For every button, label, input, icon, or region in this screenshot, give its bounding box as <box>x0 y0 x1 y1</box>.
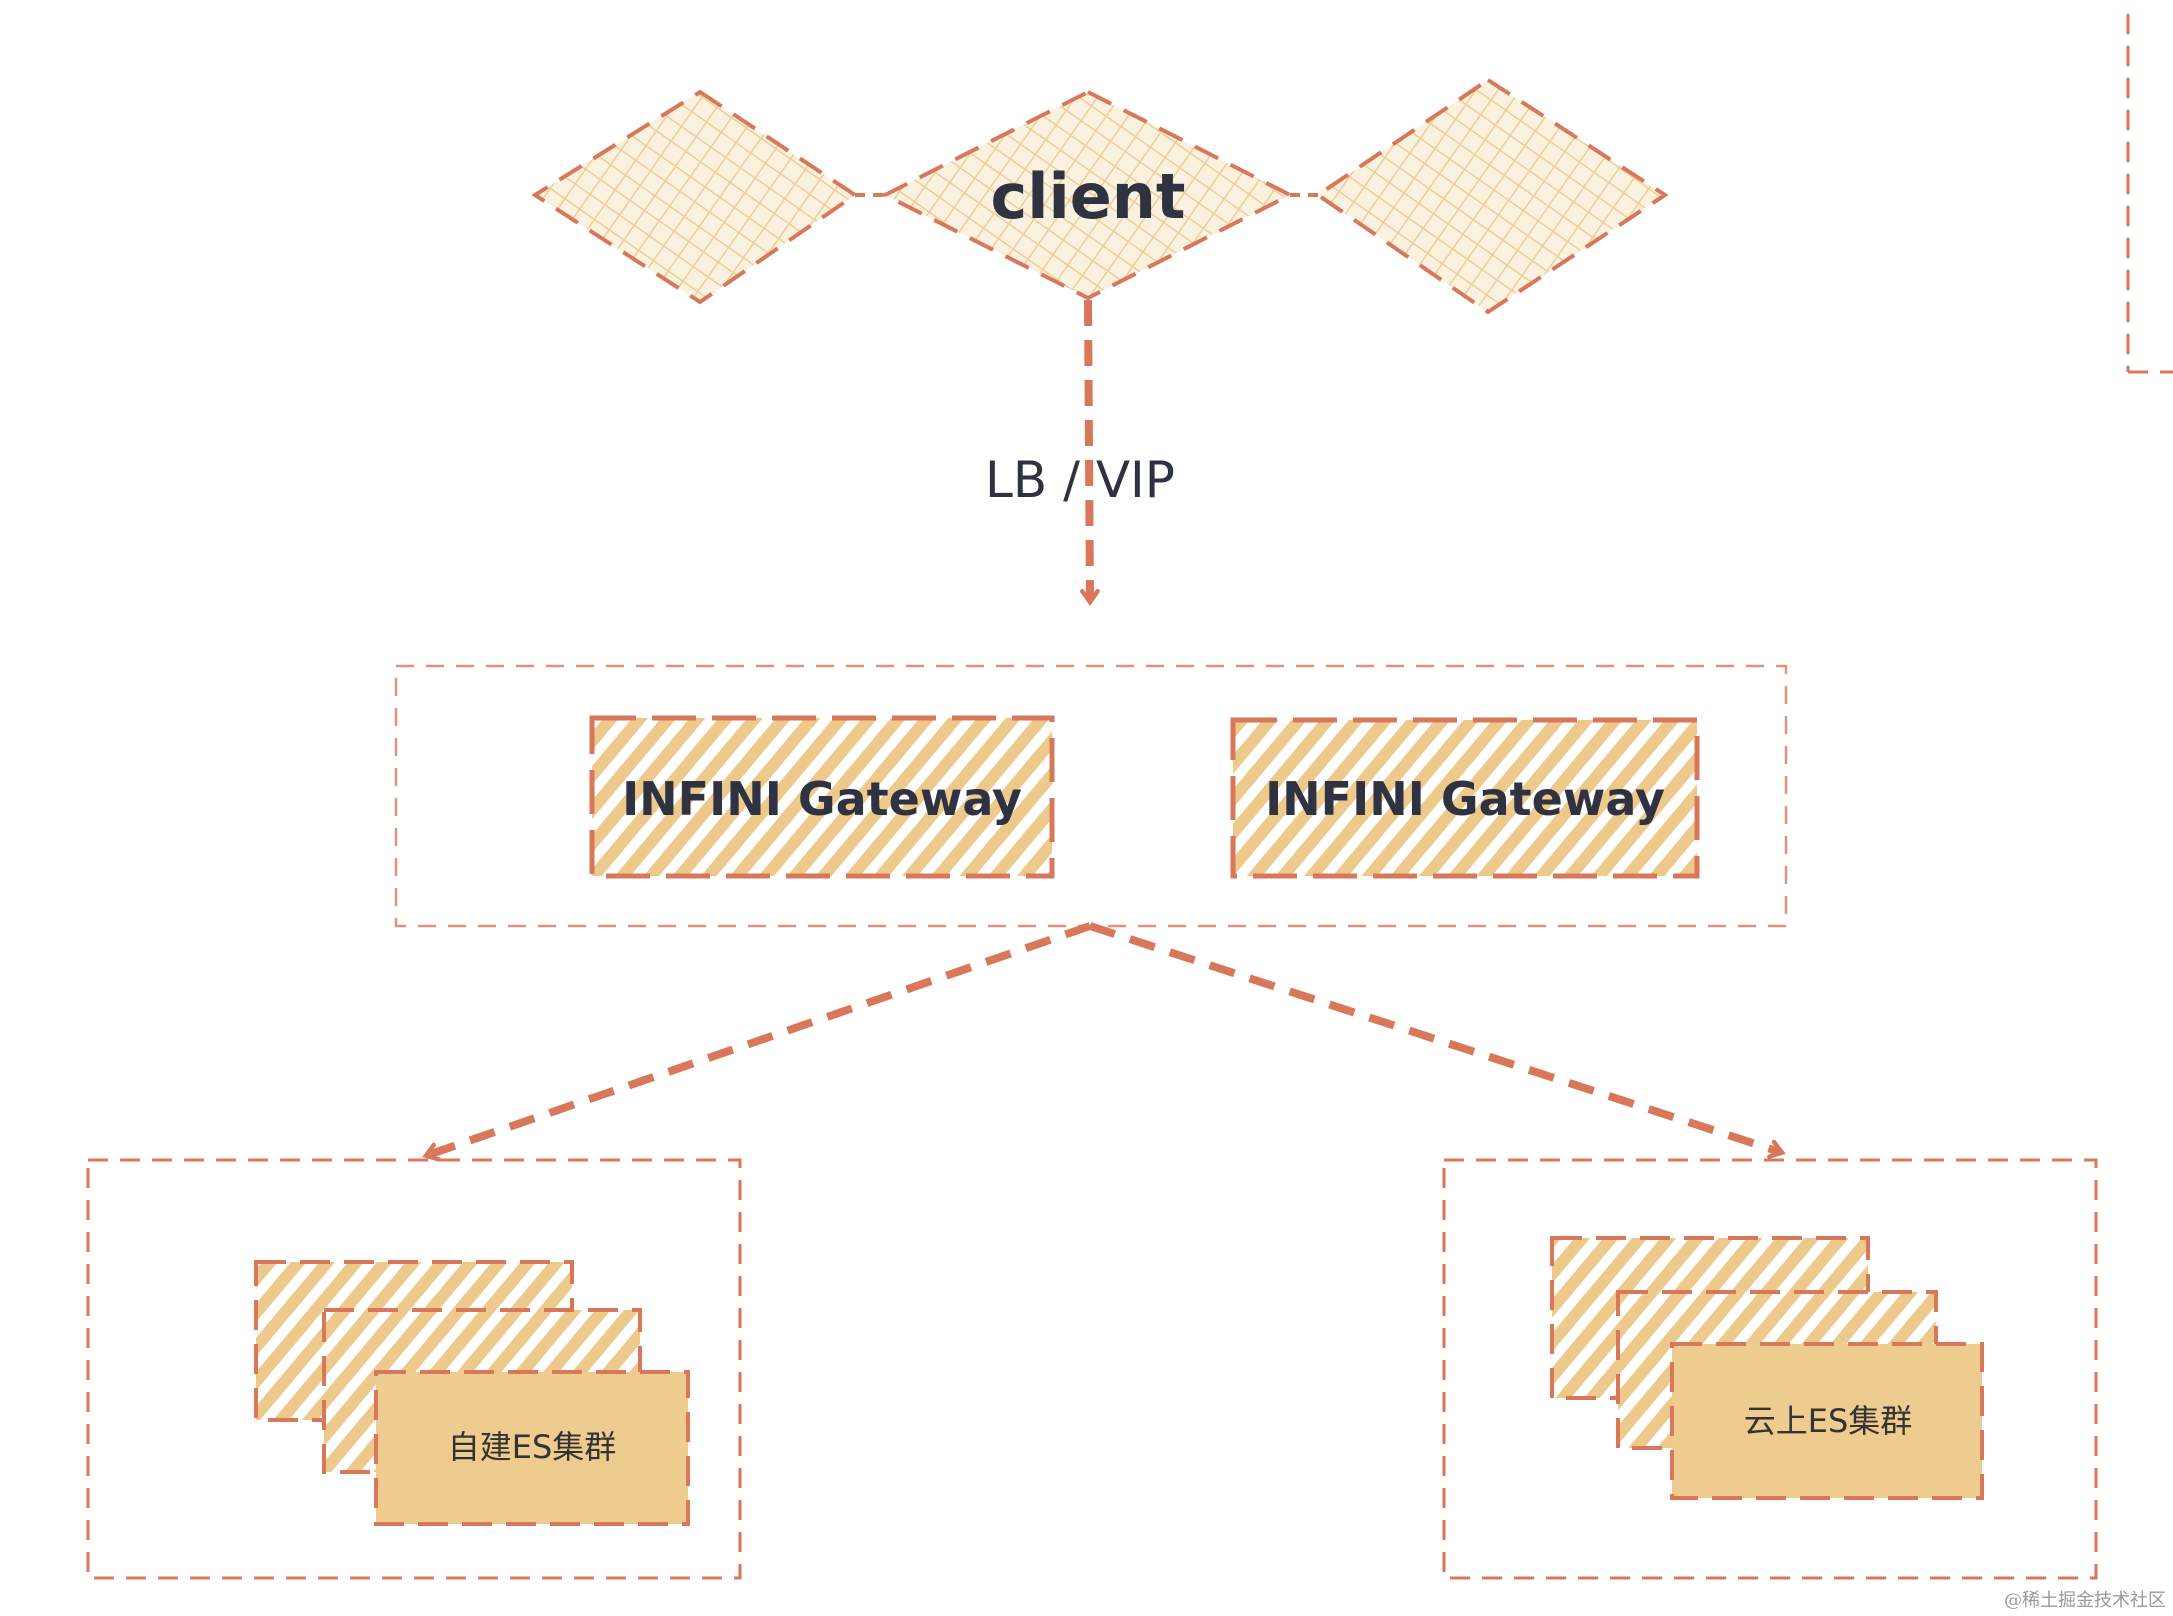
gateway-to-cluster-arrows <box>422 922 1786 1162</box>
cluster-frame <box>86 1158 742 1580</box>
arrow-to-self-hosted <box>422 922 1092 1162</box>
gateway-label: INFINI Gateway <box>1265 772 1665 826</box>
gateway-box <box>589 715 1055 879</box>
gateway-node-2[interactable]: INFINI Gateway <box>1230 717 1700 879</box>
lb-vip-connector: LB / VIP <box>985 299 1175 607</box>
gateway-label: INFINI Gateway <box>622 772 1022 826</box>
client-node[interactable]: client <box>531 77 1669 315</box>
client-label: client <box>990 160 1185 233</box>
arrow-to-cloud <box>1088 922 1786 1159</box>
gateway-box <box>1230 717 1700 879</box>
self-hosted-cluster-group[interactable]: 自建ES集群 <box>86 1158 742 1580</box>
cluster-frame <box>1442 1158 2098 1580</box>
cluster-stack-front <box>1670 1342 1984 1500</box>
client-diamond-center <box>880 89 1295 301</box>
gateway-node-1[interactable]: INFINI Gateway <box>589 715 1055 879</box>
cluster-stack-front <box>374 1370 690 1526</box>
cloud-cluster-group[interactable]: 云上ES集群 <box>1442 1158 2098 1580</box>
cluster-label: 云上ES集群 <box>1744 1402 1913 1440</box>
cluster-label: 自建ES集群 <box>448 1428 617 1466</box>
client-diamond-right <box>1314 77 1669 315</box>
watermark: @稀土掘金技术社区 <box>2004 1590 2166 1611</box>
offscreen-frame <box>2126 14 2173 374</box>
lb-vip-label: LB / VIP <box>985 451 1175 509</box>
client-diamond-left <box>531 89 859 305</box>
